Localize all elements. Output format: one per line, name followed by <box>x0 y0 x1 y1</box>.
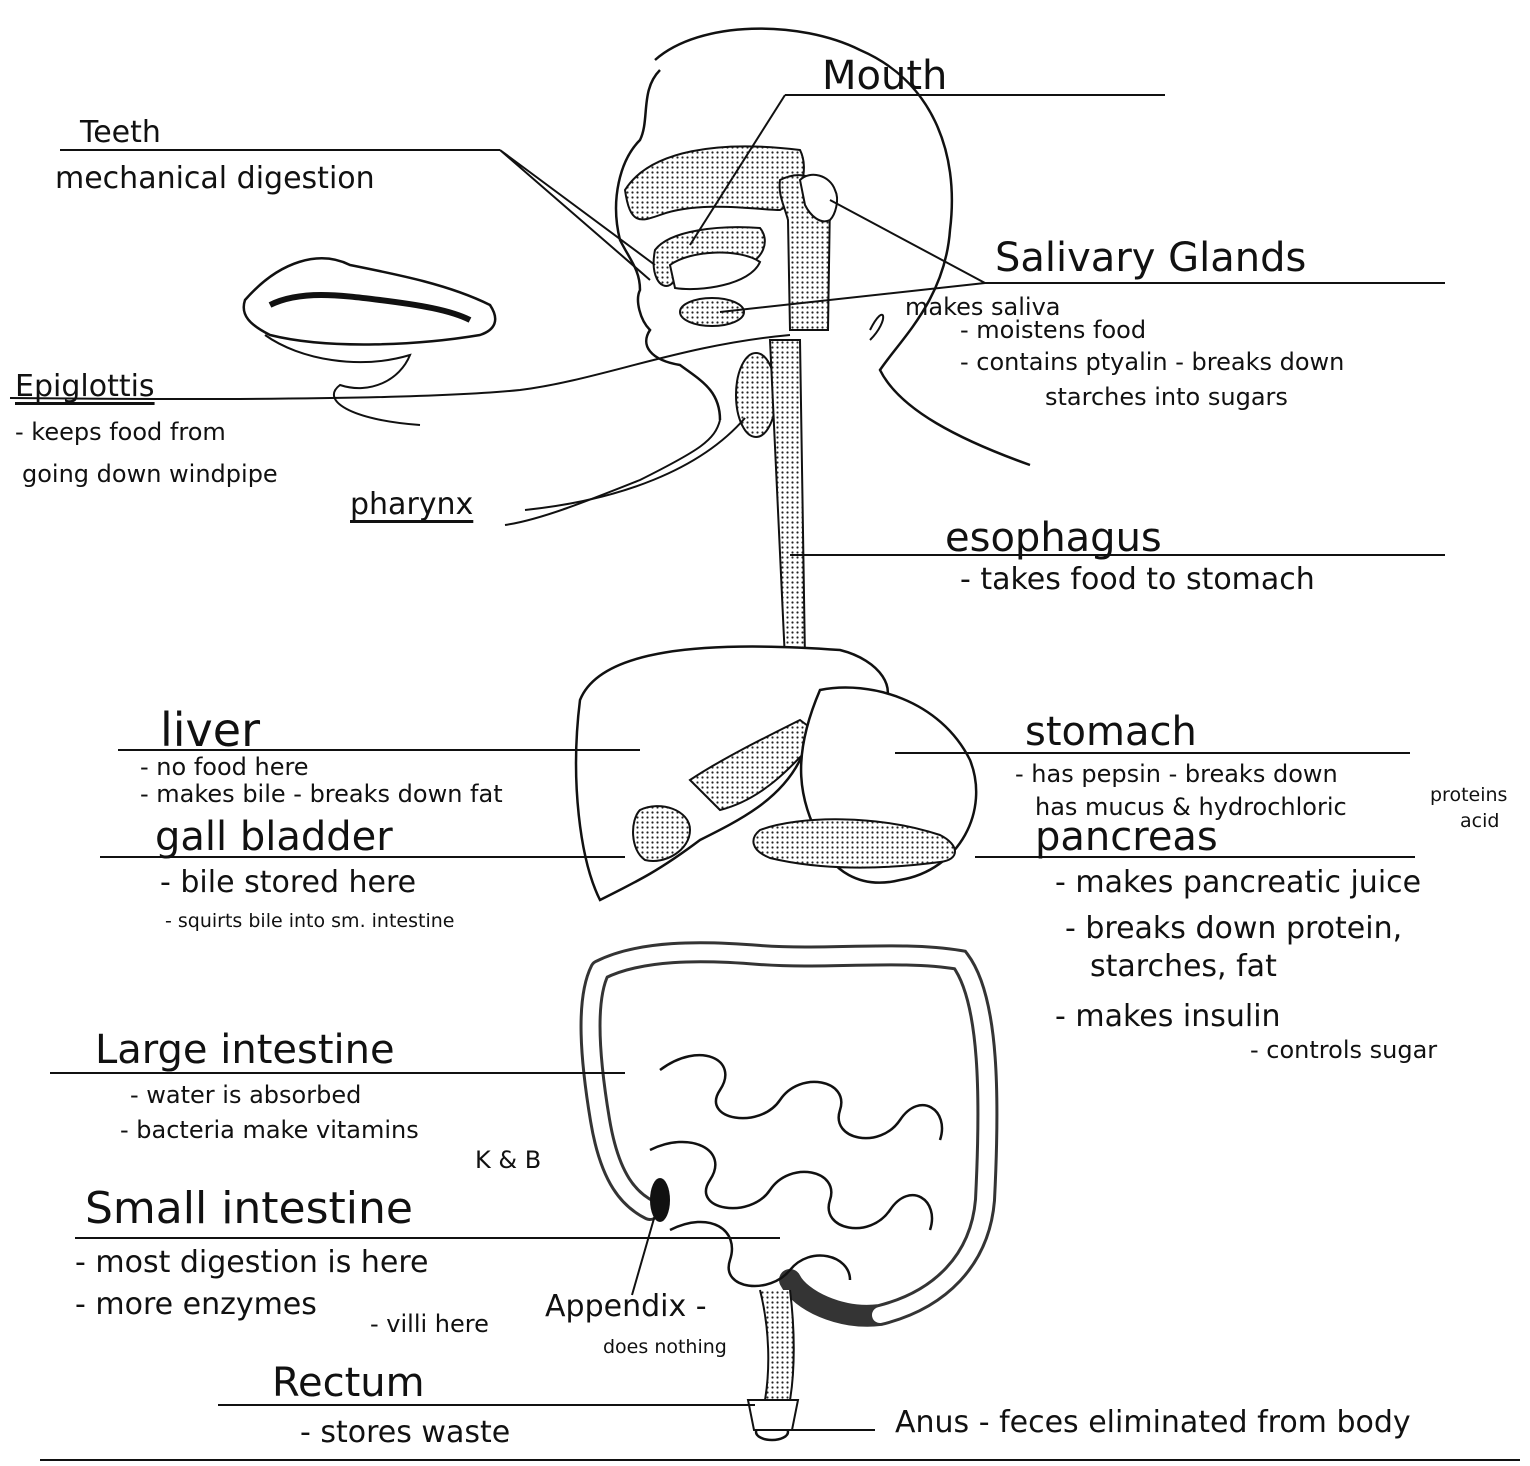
label-rectum: Rectum <box>272 1363 425 1403</box>
label-small-intestine: Small intestine <box>85 1187 413 1231</box>
label-teeth: Teeth <box>80 118 161 148</box>
label-large-intestine-note-3: K & B <box>475 1148 541 1172</box>
hand-outline <box>265 335 420 425</box>
label-teeth-note: mechanical digestion <box>55 164 375 194</box>
label-pancreas-note-1: - makes pancreatic juice <box>1055 868 1421 898</box>
label-salivary-note-3: - contains ptyalin - breaks down <box>960 350 1344 374</box>
label-appendix-note: does nothing <box>603 1338 727 1357</box>
label-large-intestine-note-2: - bacteria make vitamins <box>120 1118 419 1142</box>
label-anus: Anus - feces eliminated from body <box>895 1408 1411 1438</box>
label-liver-note-2: - makes bile - breaks down fat <box>140 782 503 806</box>
label-salivary-glands: Salivary Glands <box>995 238 1306 278</box>
larynx <box>736 353 776 437</box>
large-intestine-inner <box>591 952 988 1315</box>
label-large-intestine-note-1: - water is absorbed <box>130 1083 361 1107</box>
label-stomach-note-1b: proteins <box>1430 786 1507 805</box>
appendix-shape <box>650 1178 670 1222</box>
label-pharynx: pharynx <box>350 490 473 520</box>
label-small-intestine-note-3: - villi here <box>370 1312 489 1336</box>
label-salivary-note-2: - moistens food <box>960 318 1146 342</box>
large-intestine <box>591 952 988 1316</box>
label-epiglottis-note-2: going down windpipe <box>22 462 278 486</box>
label-gall-bladder-note-1: - bile stored here <box>160 868 416 898</box>
label-rectum-note: - stores waste <box>300 1418 510 1448</box>
label-pancreas-note-3: starches, fat <box>1090 952 1277 982</box>
nasal-cavity <box>625 146 804 219</box>
label-gall-bladder: gall bladder <box>155 817 393 857</box>
label-epiglottis-note-1: - keeps food from <box>15 420 226 444</box>
ear-line <box>870 315 883 340</box>
label-salivary-note-4: starches into sugars <box>1045 385 1288 409</box>
label-pancreas-note-4: - makes insulin <box>1055 1002 1281 1032</box>
label-stomach-note-1: - has pepsin - breaks down <box>1015 762 1338 786</box>
label-mouth: Mouth <box>822 56 947 96</box>
label-liver: liver <box>160 707 260 753</box>
label-esophagus: esophagus <box>945 518 1162 558</box>
label-stomach-note-2b: acid <box>1460 812 1499 831</box>
small-intestine <box>650 1055 942 1286</box>
label-stomach: stomach <box>1025 712 1197 752</box>
rectum-shape <box>760 1290 794 1400</box>
label-large-intestine: Large intestine <box>95 1030 395 1070</box>
tongue <box>670 253 760 290</box>
label-small-intestine-note-1: - most digestion is here <box>75 1248 428 1278</box>
label-gall-bladder-note-2: - squirts bile into sm. intestine <box>165 912 454 931</box>
salivary-gland-lower <box>680 298 744 326</box>
label-esophagus-note: - takes food to stomach <box>960 565 1315 595</box>
esophagus-tube <box>770 340 805 660</box>
label-pancreas: pancreas <box>1035 817 1218 857</box>
label-epiglottis: Epiglottis <box>15 372 155 402</box>
label-pancreas-note-2: - breaks down protein, <box>1065 914 1402 944</box>
label-liver-note-1: - no food here <box>140 755 309 779</box>
label-pancreas-note-5: - controls sugar <box>1250 1038 1437 1062</box>
label-appendix: Appendix - <box>545 1292 707 1322</box>
label-small-intestine-note-2: - more enzymes <box>75 1290 317 1320</box>
rectum-tube <box>748 1400 798 1430</box>
